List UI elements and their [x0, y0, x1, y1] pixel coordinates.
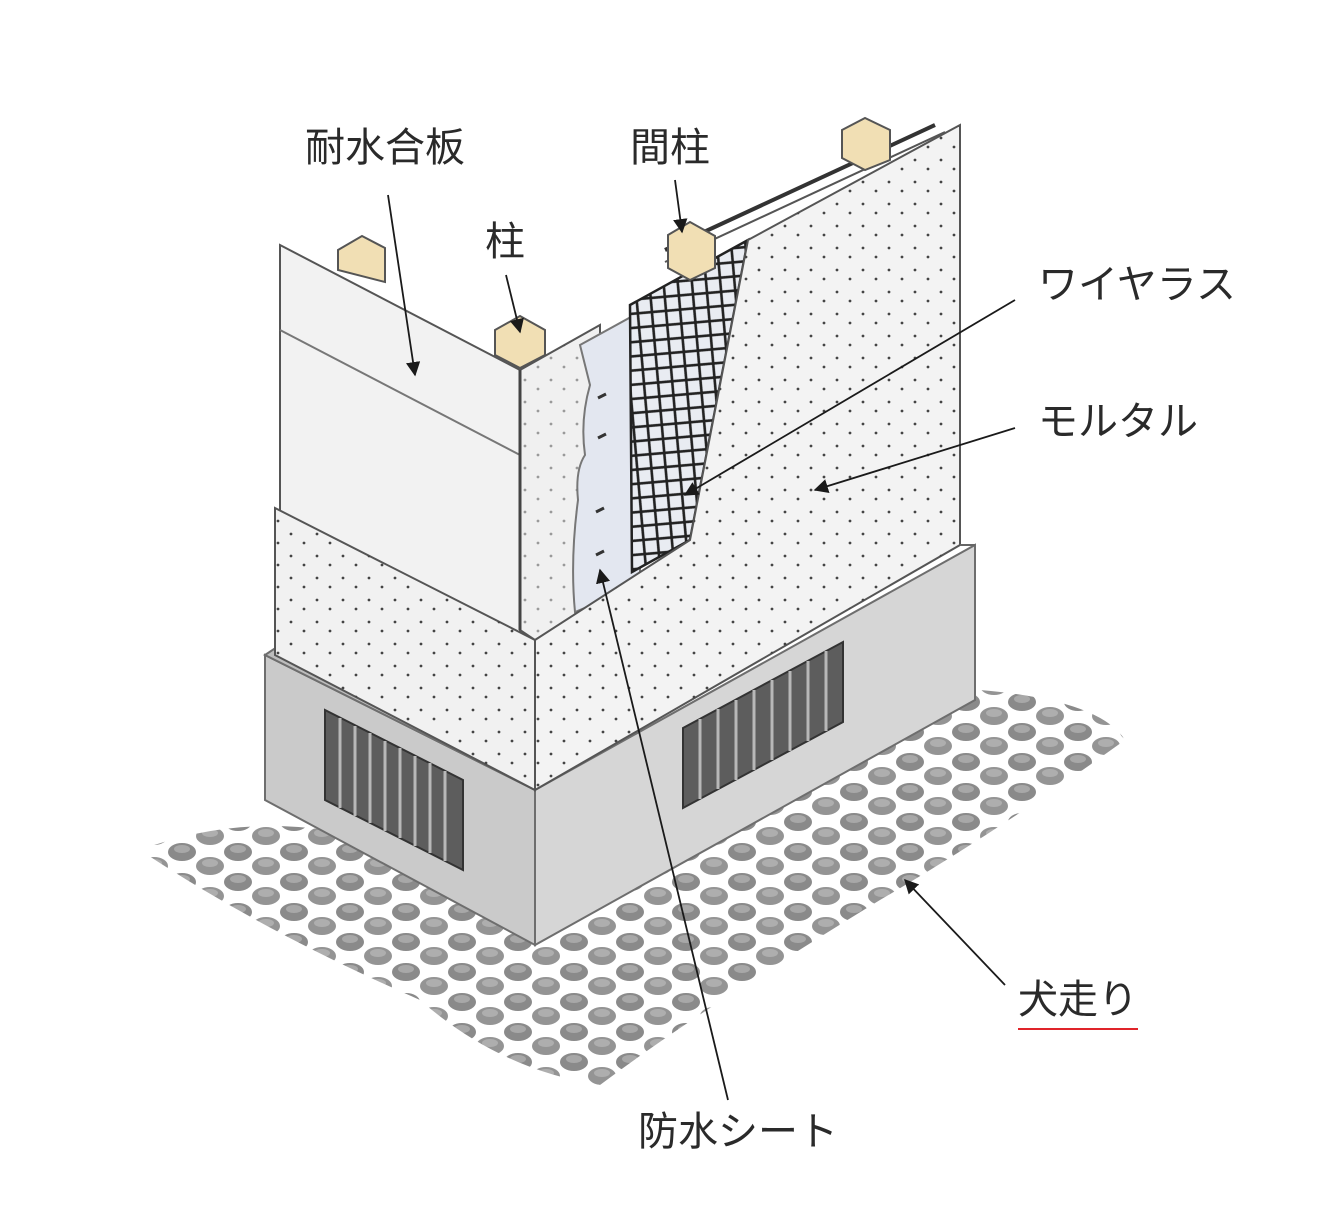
post-tops: [337, 116, 891, 370]
label-bousui-sheet: 防水シート: [638, 1109, 838, 1155]
label-hashira: 柱: [485, 219, 525, 265]
label-inubashiri: 犬走り: [1018, 980, 1138, 1030]
label-wire-lath: ワイヤラス: [1038, 262, 1236, 308]
label-mortar: モルタル: [1038, 399, 1198, 445]
foundation-vent-right: [682, 640, 844, 810]
foundation-vent-left: [324, 708, 464, 872]
waterproof-sheet: [572, 310, 641, 614]
label-mabashira: 間柱: [630, 125, 710, 171]
leader-lines: [387, 179, 1016, 1101]
gravel-bed: [140, 690, 1125, 1085]
label-taisui-gouhan: 耐水合板: [305, 125, 465, 171]
